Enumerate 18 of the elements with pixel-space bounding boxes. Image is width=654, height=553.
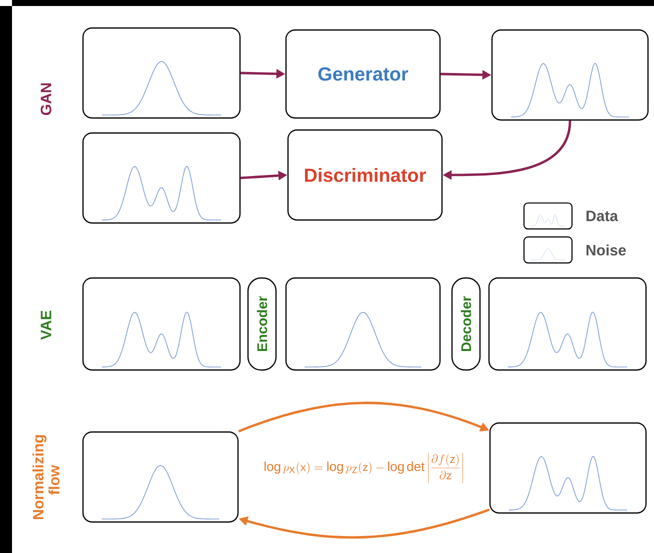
- legend-label: Data: [586, 210, 618, 222]
- encoder-pill: Encoder: [247, 277, 277, 371]
- plot-box: [82, 132, 241, 224]
- legend-label: Noise: [586, 244, 626, 256]
- plot-box: [491, 29, 649, 121]
- plot-box: [82, 277, 241, 371]
- plot-box: [82, 431, 239, 523]
- encoder-pill: Decoder: [451, 277, 481, 371]
- formula: $\log p_{\mathsf{X}}(\mathsf{x}) = \log p_{\mathsf{Z}}(\mathsf{z}) - \log\det\left|\frac{\partial f(\mathsf{z})}{\partial \mathsf{z}}\right|$: [264, 452, 463, 484]
- plot-box: [285, 277, 441, 371]
- process-box: Generator: [285, 29, 441, 119]
- plot-box: [489, 422, 647, 514]
- process-box: Discriminator: [287, 129, 443, 221]
- plot-box: [488, 277, 647, 371]
- section-label: VAE: [40, 310, 52, 340]
- section-label: Normalizing flow: [32, 435, 60, 519]
- section-label: GAN: [40, 83, 52, 116]
- plot-box: [82, 27, 241, 119]
